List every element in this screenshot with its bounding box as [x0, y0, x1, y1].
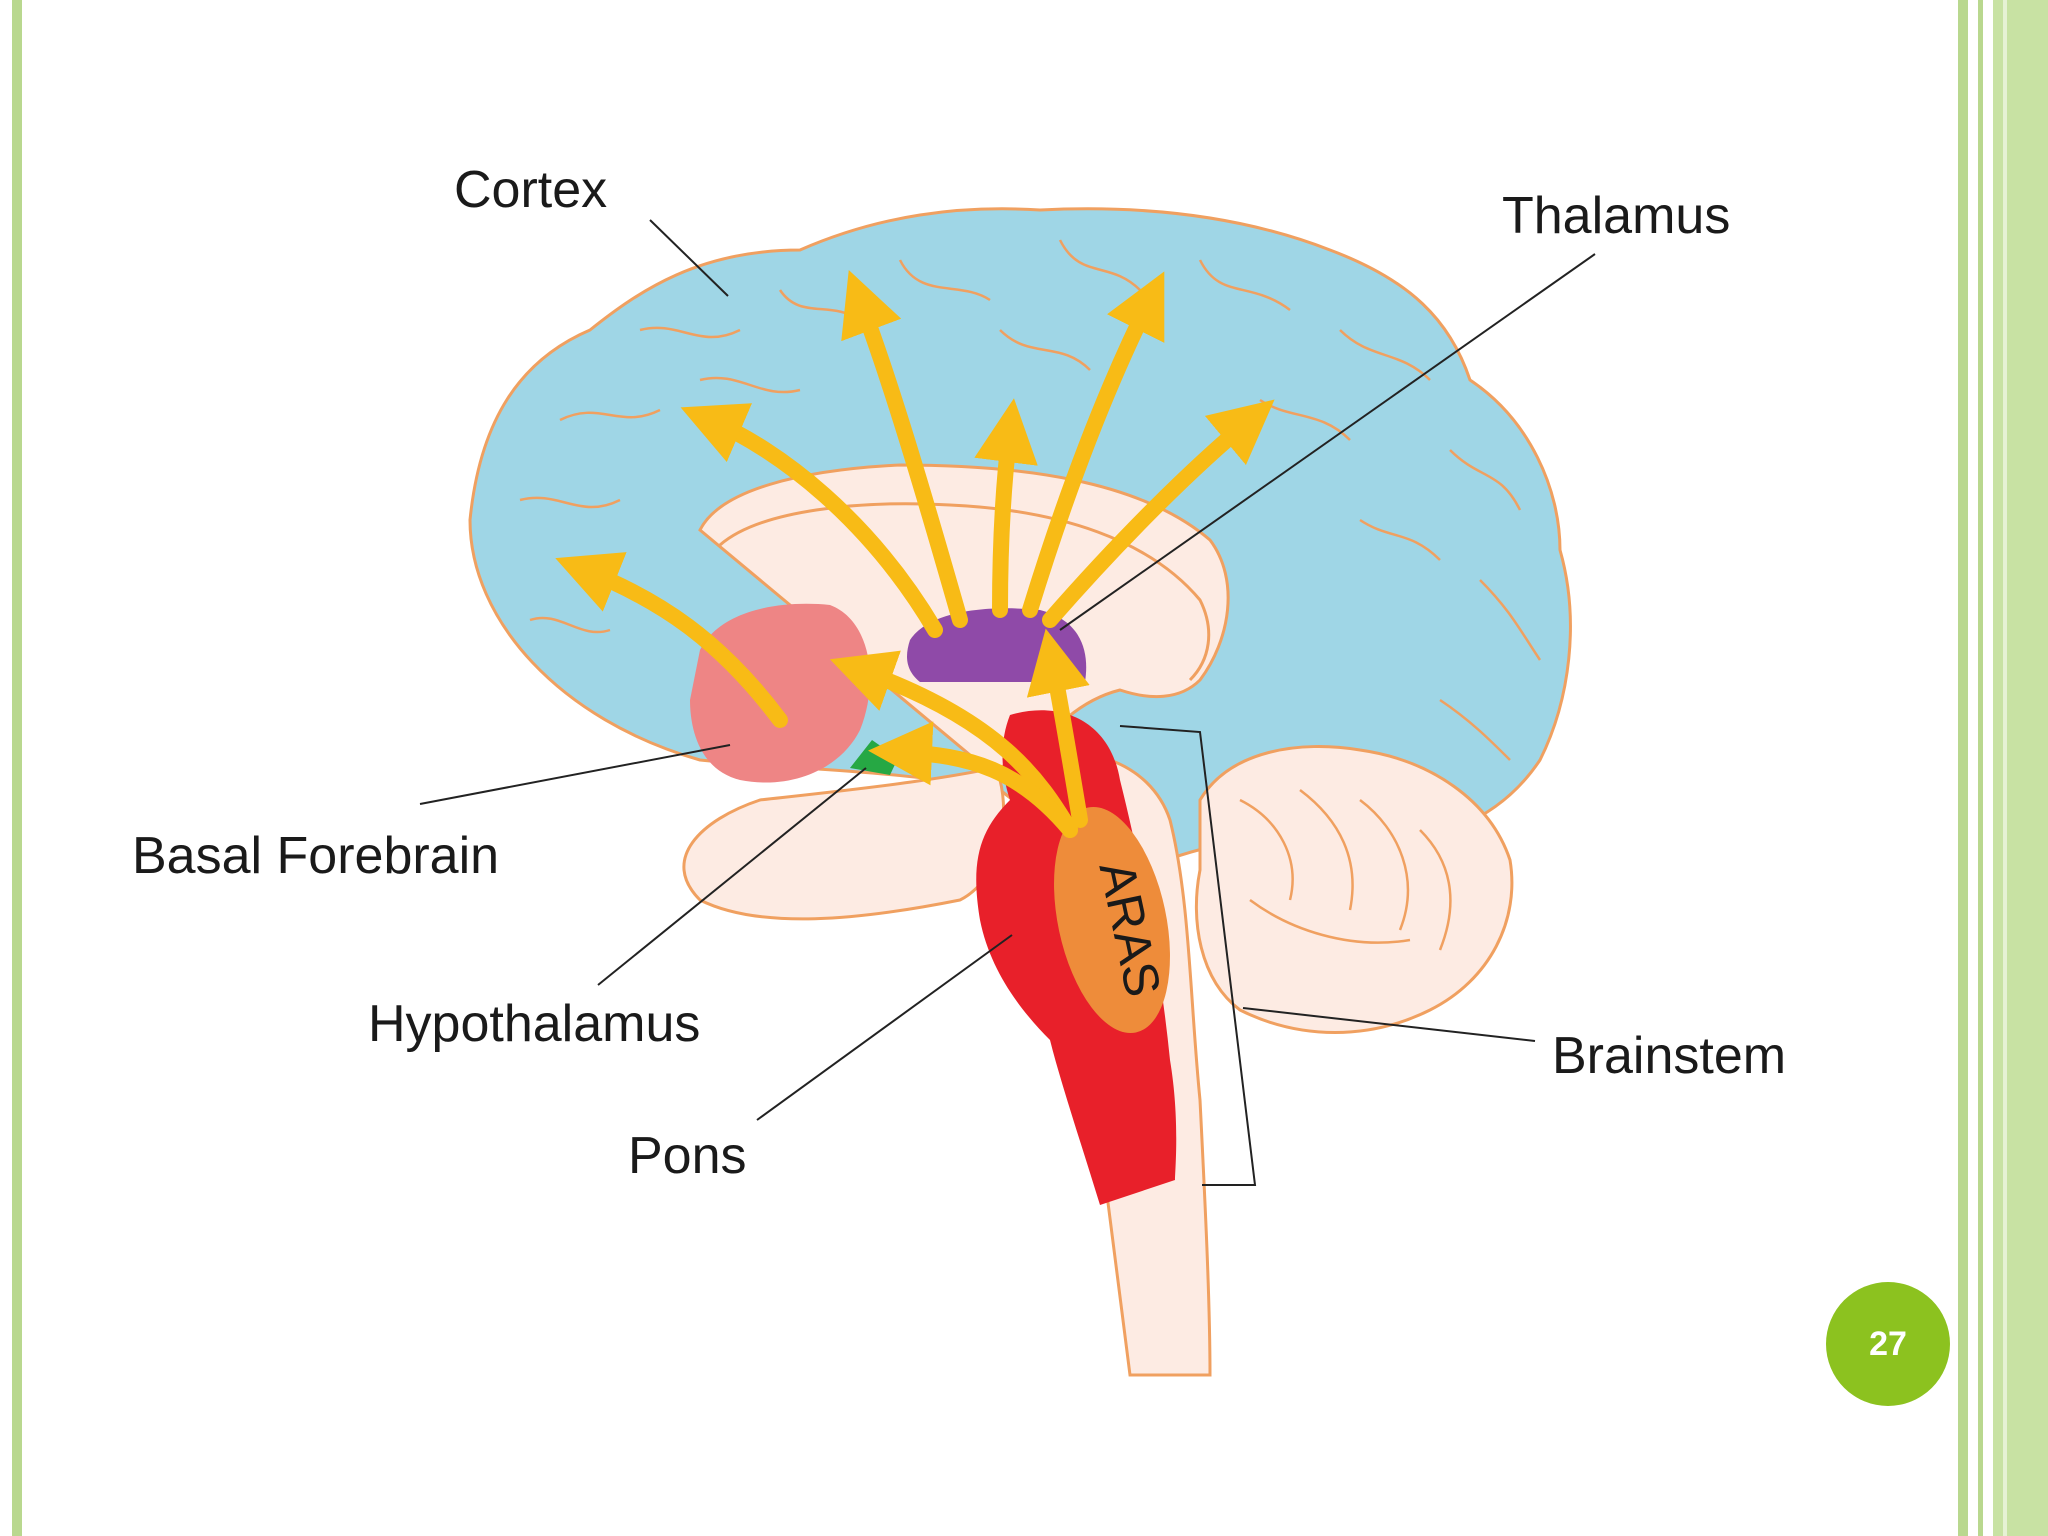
- cerebellum: [1194, 745, 1514, 1034]
- label-thalamus: Thalamus: [1502, 187, 1731, 245]
- page-number-badge: 27: [1826, 1282, 1950, 1406]
- label-hypothalamus: Hypothalamus: [368, 995, 701, 1053]
- frame-left-border: [12, 0, 22, 1536]
- label-cortex: Cortex: [454, 161, 608, 219]
- activation-arrows: [555, 270, 1275, 838]
- frame-right-panel: [1993, 0, 2048, 1536]
- frame-right-border: [1958, 0, 1968, 1536]
- frame-right-highlight: [2003, 0, 2007, 1536]
- label-brainstem: Brainstem: [1552, 1027, 1787, 1085]
- label-basal-forebrain: Basal Forebrain: [132, 827, 500, 885]
- basal-forebrain-region: [690, 603, 870, 783]
- corpus-callosum-inner: [719, 502, 1211, 682]
- aras-region: [1054, 806, 1170, 1034]
- leader-lines: [419, 219, 1596, 1186]
- label-pons: Pons: [628, 1127, 747, 1185]
- frame-right-border-stripe: [1978, 0, 1983, 1536]
- cerebellum-folia: [1239, 789, 1452, 951]
